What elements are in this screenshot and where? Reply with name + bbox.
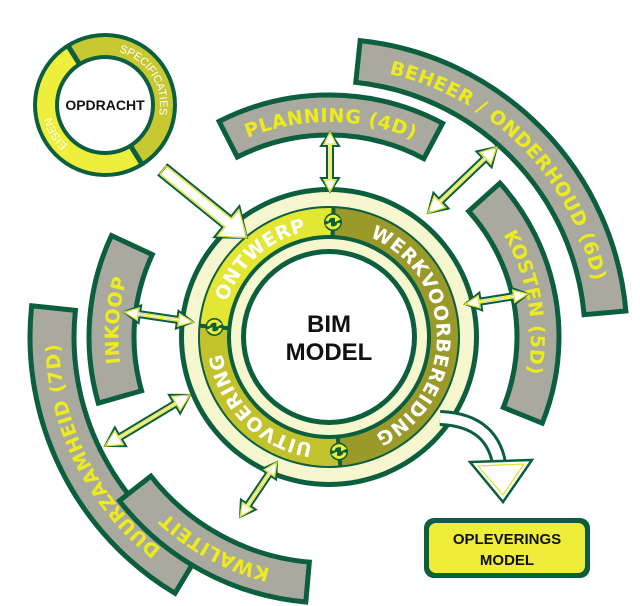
phase-ontwerp [200,207,334,329]
opleverings-model-box: OPLEVERINGS MODEL [424,518,590,578]
opdracht-title: OPDRACHT [65,97,145,113]
band-kosten [465,179,562,427]
opdracht-circle: SPECIFICATIES EISEN OPDRACHT [33,33,177,177]
core-center [246,254,412,420]
phase-uitvoering [199,325,341,466]
core-title-line1: BIM [307,311,351,338]
bim-core: ONTWERP WERKVOORBEREIDING UITVOERING BIM… [179,187,479,487]
double-arrow-beheer-icon [426,145,499,215]
double-arrow-kosten-icon [462,286,531,312]
sync-arrows-icon [324,213,343,232]
core-title-line2: MODEL [286,339,373,366]
band-inkoop [86,232,156,407]
opdracht-divider [128,144,145,166]
curved-arrow-to-opleverings-model-icon [439,410,535,505]
double-arrow-kwaliteit-icon [238,460,279,519]
band-kwaliteit [115,472,313,605]
sync-arrows-icon [205,317,224,336]
opdracht-center [59,59,151,151]
output-box-fill [429,523,585,573]
band-beheer-onderhoud [353,37,629,318]
sync-arrows-icon [330,442,349,461]
double-arrow-planning-icon [319,130,341,194]
output-line1: OPLEVERINGS [453,531,561,548]
double-arrow-inkoop-icon [121,303,196,331]
opdracht-divider [65,44,82,66]
phase-werkvoorbereiding [332,208,458,466]
arrow-opdracht-to-ontwerp-icon [157,163,249,240]
band-planning [215,92,446,163]
double-arrow-duurzaamheid-icon [103,393,192,448]
output-line2: MODEL [480,552,534,569]
